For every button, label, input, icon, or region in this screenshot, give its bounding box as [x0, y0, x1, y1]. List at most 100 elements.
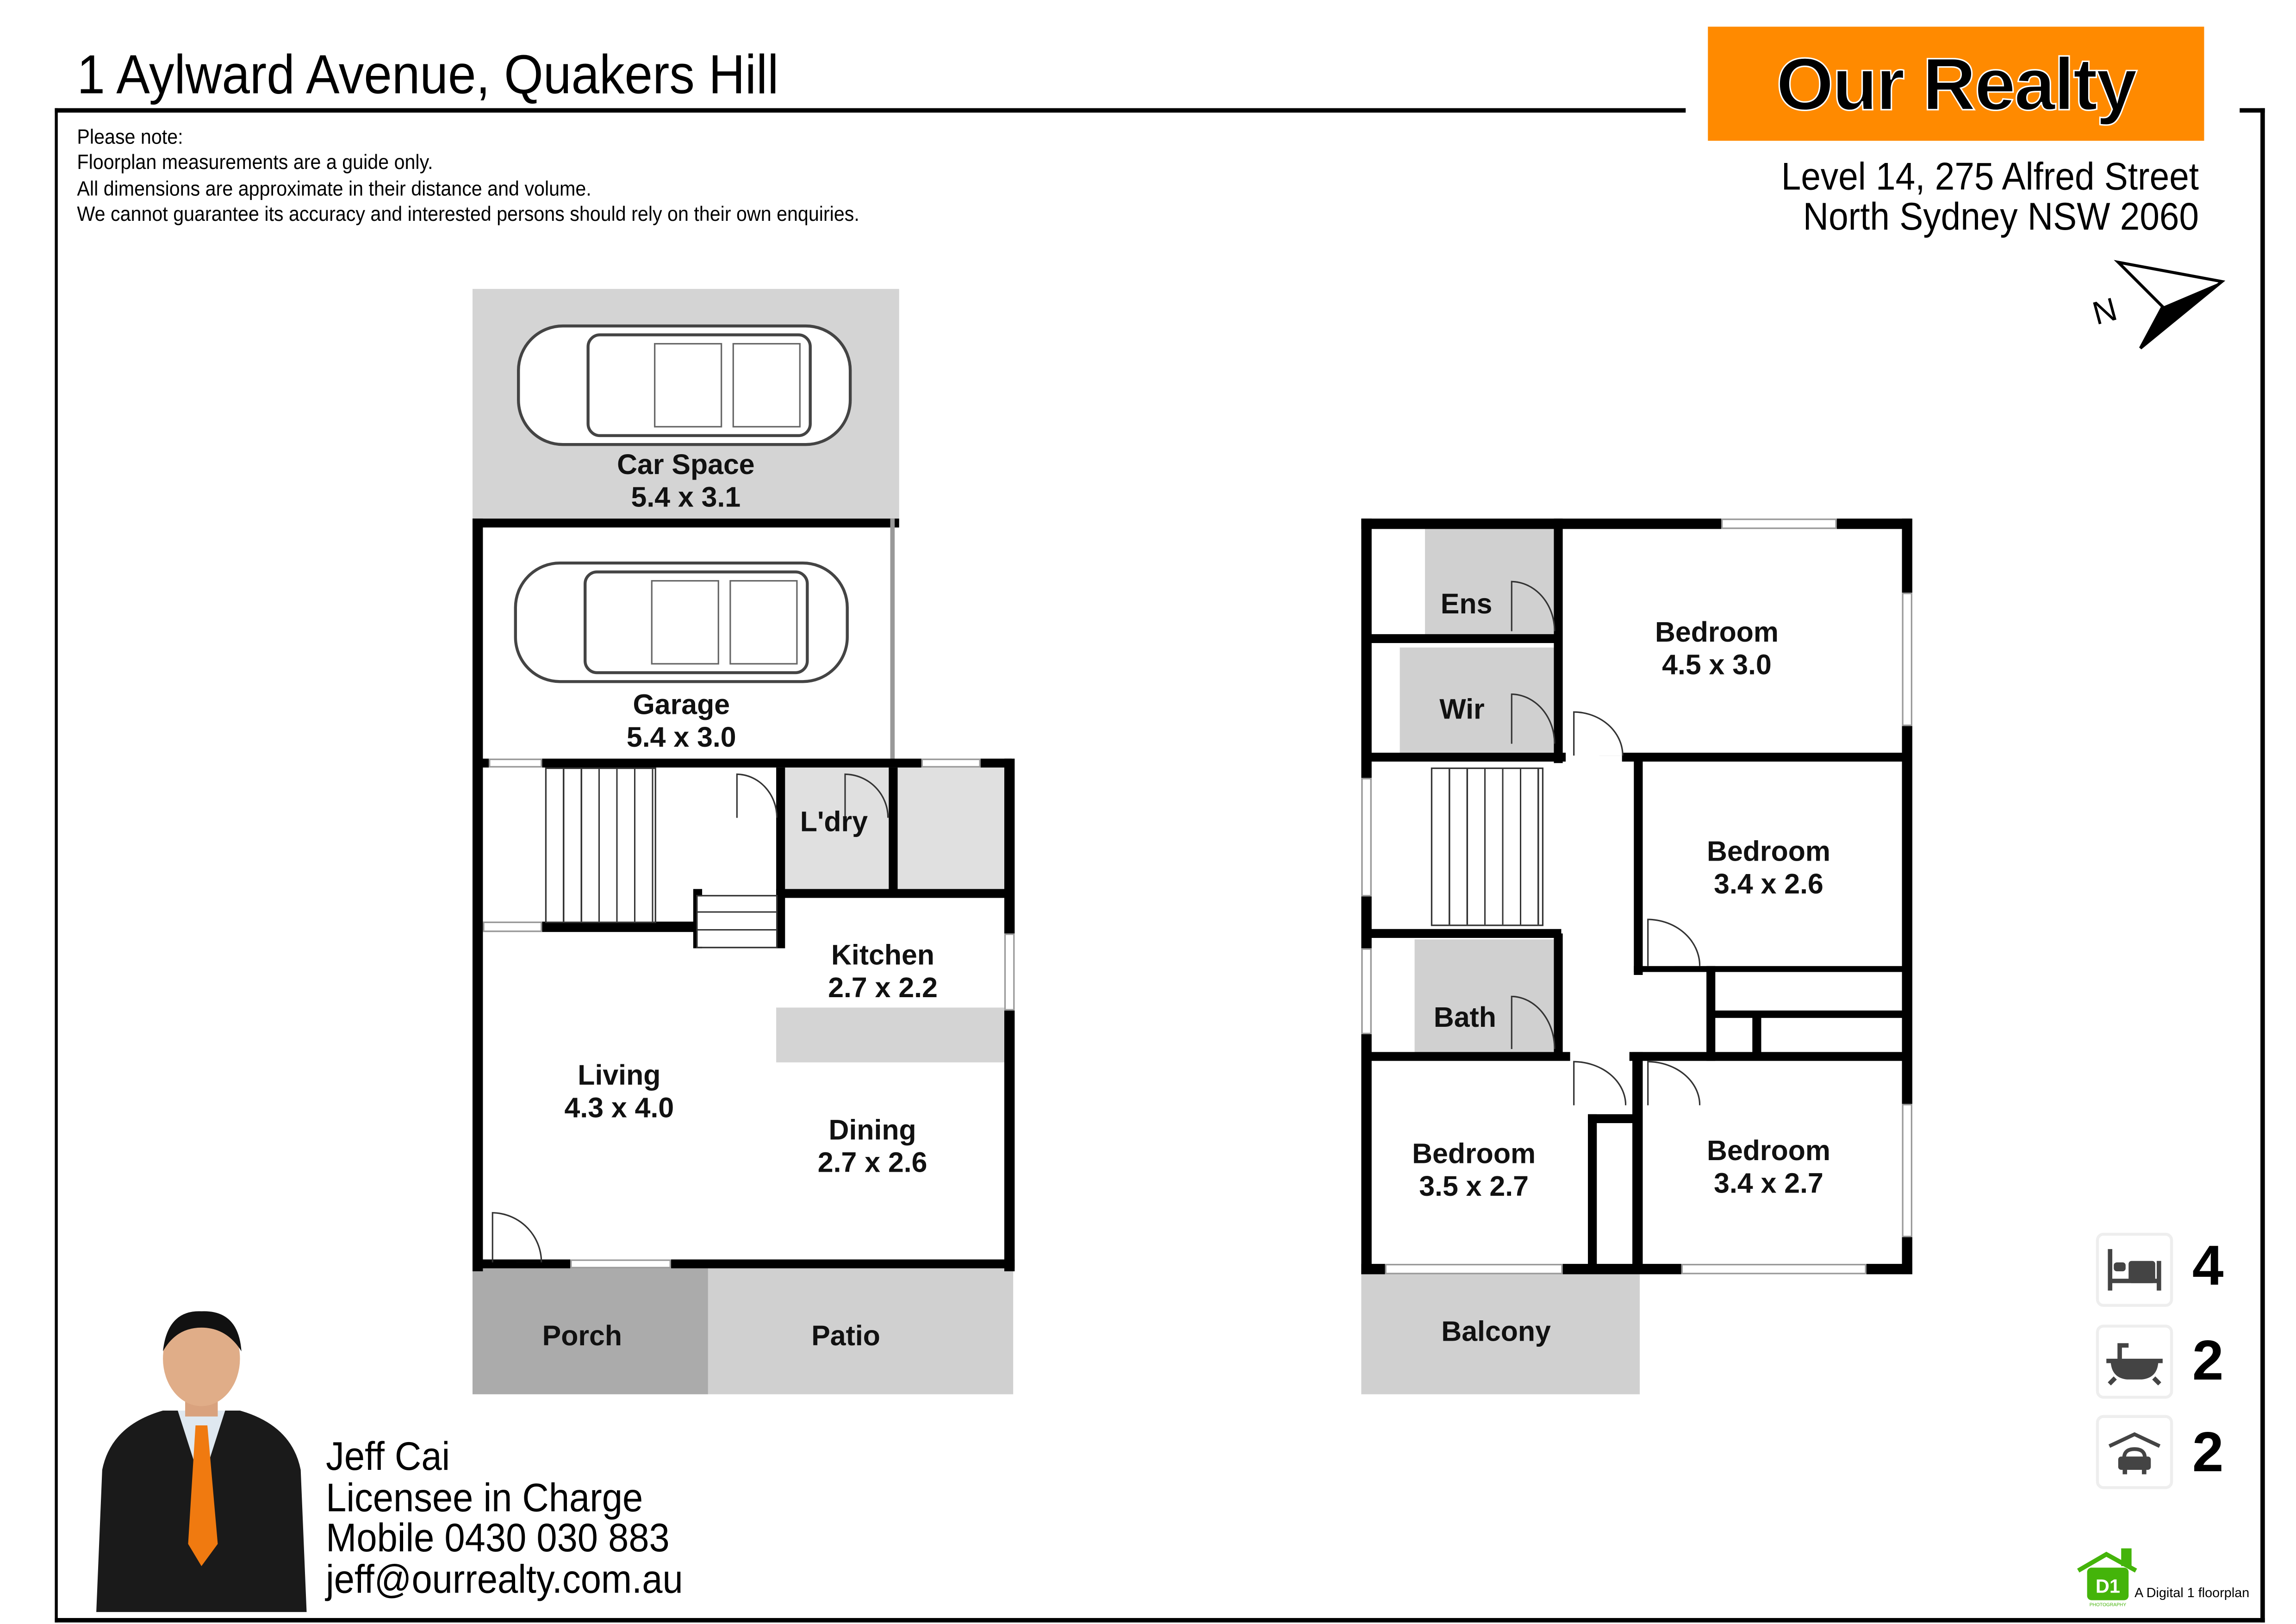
address-line-2: North Sydney NSW 2060 — [1802, 194, 2198, 239]
staircase — [696, 895, 778, 949]
window — [570, 1259, 671, 1268]
staircase — [1431, 767, 1544, 926]
frame-top-right — [2240, 108, 2265, 113]
bed-icon — [2108, 1249, 2161, 1291]
wall — [890, 518, 895, 768]
agency-address: Level 14, 275 Alfred Street North Sydney… — [1780, 154, 2198, 239]
credit-text: A Digital 1 floorplan — [2134, 1585, 2250, 1600]
d1-sub: PHOTOGRAPHY — [2090, 1602, 2127, 1607]
wall — [1632, 1052, 1643, 1272]
wall — [1711, 1010, 1911, 1018]
room-dims: 2.7 x 2.2 — [828, 973, 938, 1005]
wall — [1554, 933, 1563, 1057]
room-label-ensuite: Ens — [1440, 589, 1493, 621]
car-icon — [517, 324, 852, 446]
property-title: 1 Aylward Avenue, Quakers Hill — [77, 44, 779, 106]
window — [483, 921, 542, 932]
frame-left — [55, 108, 58, 1623]
room-label-wir: Wir — [1439, 695, 1485, 726]
wall — [477, 758, 1012, 768]
agent-photo — [96, 1311, 307, 1612]
wall — [1554, 518, 1563, 763]
patio-area — [708, 1268, 1014, 1394]
door-swing — [736, 773, 778, 818]
parking-stat — [2096, 1415, 2173, 1489]
d1-photography-logo: D1 PHOTOGRAPHY — [2077, 1548, 2137, 1607]
room-dims: 4.3 x 4.0 — [564, 1093, 674, 1125]
note-heading: Please note: — [77, 124, 183, 149]
room-name: Kitchen — [831, 941, 935, 972]
wall — [776, 767, 785, 949]
agent-contact: Jeff Cai Licensee in Charge Mobile 0430 … — [326, 1437, 683, 1600]
car-icon — [2108, 1432, 2161, 1474]
door-swing — [1573, 711, 1624, 756]
balcony-area — [1361, 1271, 1640, 1394]
wall — [889, 767, 898, 892]
room-dims: 2.7 x 2.6 — [817, 1148, 927, 1180]
kitchen-bench — [776, 1007, 1008, 1062]
room-name: Living — [578, 1061, 661, 1092]
door-swing — [492, 1212, 542, 1262]
door-swing — [1647, 918, 1701, 966]
bathroom-count: 2 — [2192, 1330, 2224, 1393]
agent-email[interactable]: jeff@ourrealty.com.au — [326, 1556, 683, 1601]
wall — [1365, 634, 1559, 643]
bath-icon — [2106, 1343, 2163, 1386]
room-label-porch: Porch — [542, 1321, 622, 1353]
room-dims: 5.4 x 3.1 — [631, 483, 741, 514]
room-dims: 3.5 x 2.7 — [1419, 1172, 1529, 1203]
room-name: Car Space — [617, 450, 755, 482]
window — [1681, 1264, 1867, 1274]
window — [1902, 593, 1912, 726]
room-name: Bedroom — [1707, 837, 1830, 868]
wc-floor — [897, 767, 1008, 889]
frame-top-left — [55, 108, 1686, 113]
staircase — [545, 767, 656, 923]
wall — [1365, 1052, 1570, 1061]
bedroom-stat — [2096, 1232, 2173, 1307]
wall — [1588, 1114, 1597, 1272]
window — [1361, 778, 1372, 897]
frame-bottom — [55, 1618, 2265, 1623]
wall — [1588, 1114, 1638, 1124]
window — [1004, 933, 1015, 1011]
agent-role: Licensee in Charge — [326, 1475, 643, 1520]
disclaimer: Please note: Floorplan measurements are … — [77, 125, 859, 227]
north-label: N — [2089, 290, 2121, 331]
note-line: All dimensions are approximate in their … — [77, 175, 591, 200]
parking-count: 2 — [2192, 1422, 2224, 1485]
room-name: Dining — [828, 1116, 916, 1147]
bedroom-count: 4 — [2192, 1236, 2224, 1298]
note-line: We cannot guarantee its accuracy and int… — [77, 201, 859, 225]
agent-mobile: Mobile 0430 030 883 — [326, 1516, 670, 1561]
note-line: Floorplan measurements are a guide only. — [77, 150, 433, 174]
wall — [472, 518, 483, 1272]
room-dims: 5.4 x 3.0 — [626, 723, 736, 755]
frame-right — [2260, 108, 2265, 1623]
room-name: Bedroom — [1655, 618, 1779, 649]
d1-text: D1 — [2096, 1575, 2120, 1597]
window — [1902, 1104, 1912, 1237]
wall — [1634, 966, 1911, 972]
window — [1721, 518, 1837, 529]
wall — [1752, 1013, 1761, 1058]
room-name: Bedroom — [1707, 1136, 1830, 1168]
room-label-patio: Patio — [811, 1321, 880, 1353]
window — [1361, 948, 1372, 1035]
window — [921, 758, 981, 768]
door-swing — [1573, 1061, 1627, 1106]
our-realty-logo: Our Realty — [1708, 26, 2204, 141]
room-label-laundry: L'dry — [800, 807, 868, 839]
address-line-1: Level 14, 275 Alfred Street — [1780, 154, 2198, 199]
wall — [1004, 758, 1015, 1272]
window — [1385, 1264, 1563, 1274]
logo-text: Our Realty — [1775, 42, 2138, 126]
